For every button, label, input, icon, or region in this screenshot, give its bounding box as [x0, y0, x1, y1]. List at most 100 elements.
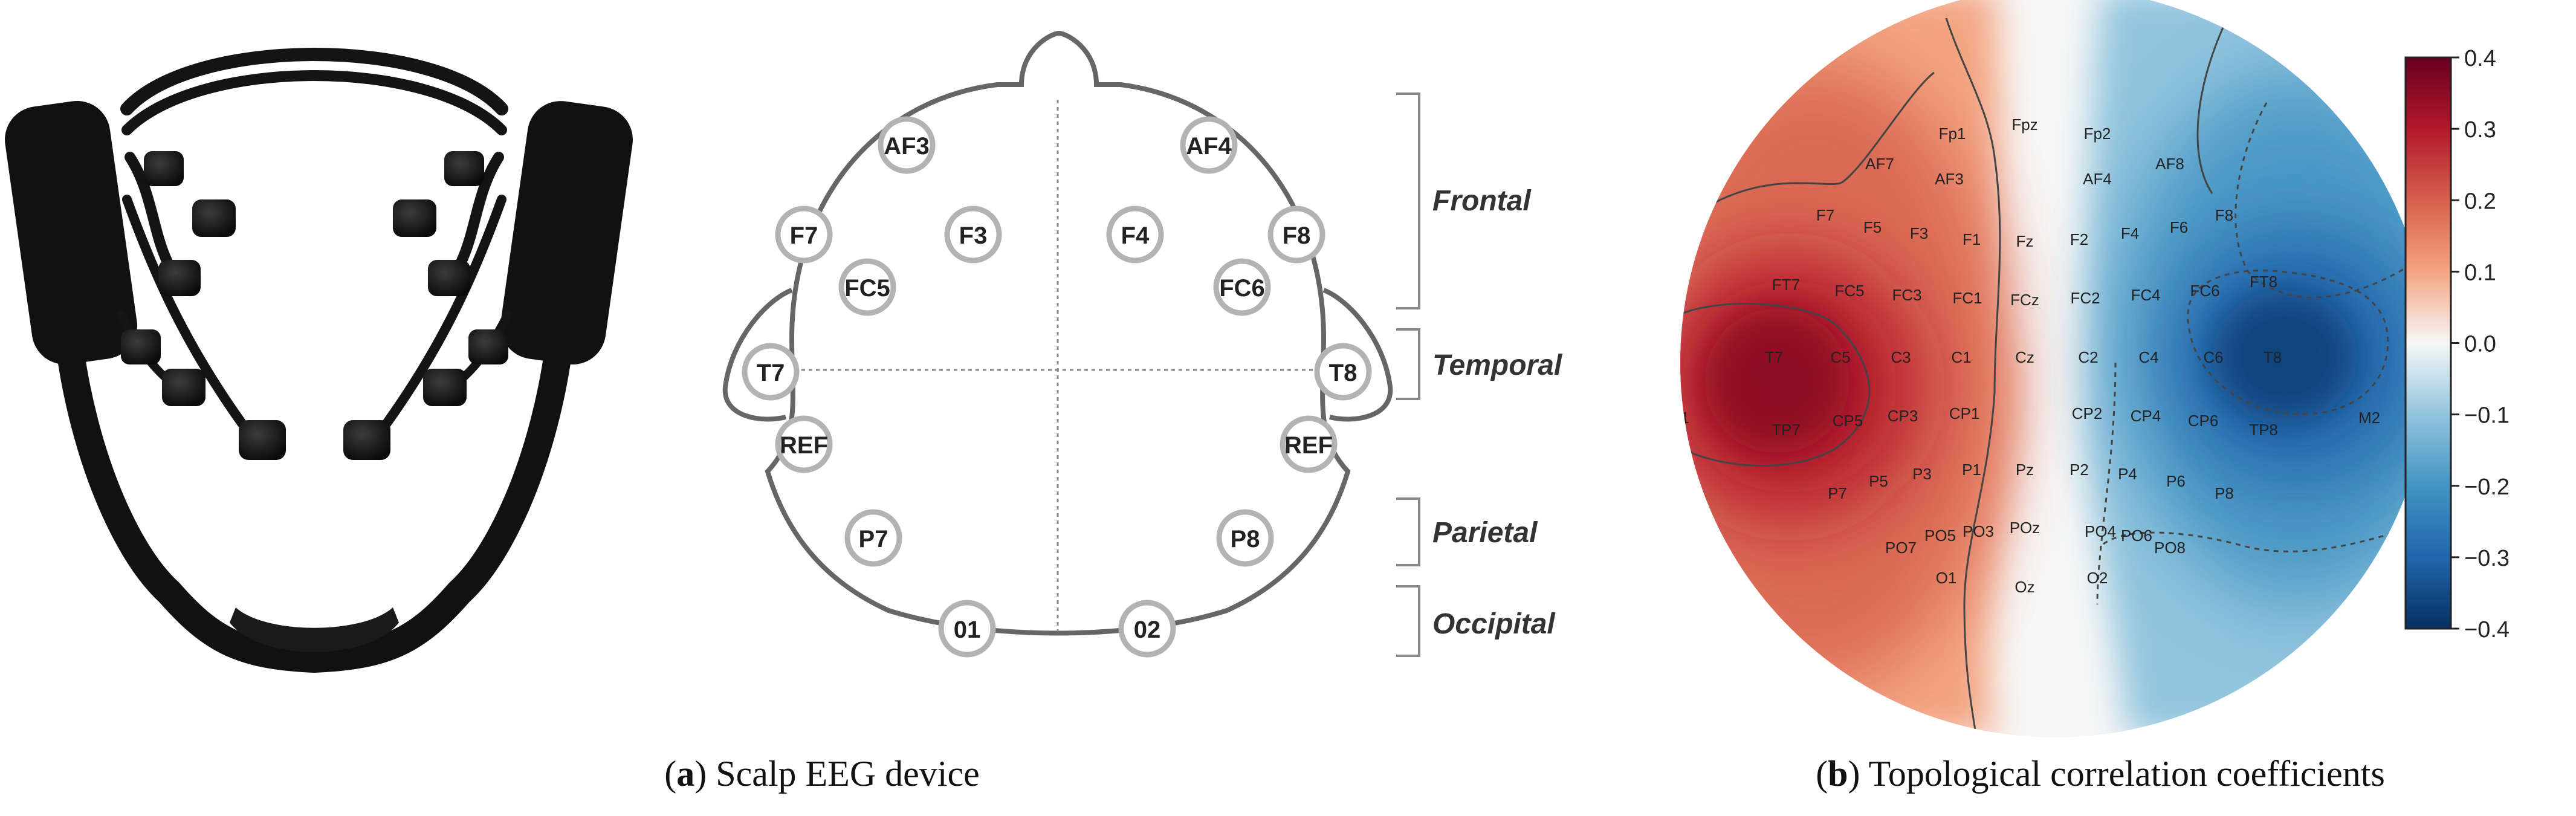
electrode-label: AF3: [884, 133, 930, 160]
channel-label: PO6: [2121, 526, 2152, 545]
headset-left-pod: [5, 100, 137, 364]
electrode-label: 02: [1134, 617, 1161, 643]
channel-label: PO5: [1924, 526, 1956, 545]
channel-label: FT8: [2250, 273, 2277, 291]
region-bracket-temporal: Temporal: [1396, 328, 1563, 400]
colorbar-gradient: [2404, 56, 2452, 630]
channel-label: AF3: [1935, 170, 1964, 188]
channel-label: O1: [1936, 569, 1957, 587]
electrode-label: P8: [1231, 526, 1260, 552]
channel-label: TP8: [2249, 421, 2278, 439]
headset-band: [50, 167, 578, 673]
channel-label: Oz: [2015, 578, 2034, 596]
electrode-F7: F7: [775, 206, 833, 264]
electrode-FC5: FC5: [838, 258, 896, 316]
channel-label: F7: [1816, 206, 1834, 224]
colorbar-tick-label: −0.2: [2464, 474, 2510, 500]
topomap-contours: [1680, 11, 2418, 737]
electrode-T7: T7: [742, 343, 800, 401]
region-label-temporal: Temporal: [1432, 349, 1563, 381]
region-bracket-parietal: Parietal: [1396, 497, 1538, 566]
channel-label: FT7: [1772, 276, 1800, 294]
electrode-label: 01: [954, 617, 981, 643]
channel-label: C2: [2078, 348, 2098, 366]
channel-label: P7: [1828, 484, 1847, 502]
colorbar-tick-label: −0.4: [2464, 617, 2510, 643]
channel-label: Cz: [2015, 348, 2034, 366]
electrode-label: F8: [1283, 222, 1311, 249]
channel-label: F5: [1863, 218, 1882, 236]
channel-label: Fz: [2016, 232, 2034, 250]
electrode-label: F7: [790, 222, 818, 249]
caption-b: (b) Topological correlation coefficients: [1816, 754, 2385, 794]
channel-label: CP4: [2131, 407, 2161, 425]
electrode-label: P7: [859, 526, 888, 552]
channel-label: Fpz: [2011, 115, 2037, 134]
channel-label: FC3: [1892, 286, 1921, 304]
channel-label: AF4: [2083, 170, 2112, 188]
headset-right-pod: [500, 101, 633, 365]
channel-label: POz: [2010, 519, 2040, 537]
headset-photo: [5, 48, 633, 673]
channel-label: CP1: [1949, 404, 1980, 423]
topomap-colorbar: 0.40.30.20.10.0−0.1−0.2−0.3−0.4: [2404, 46, 2510, 643]
electrode-F8: F8: [1267, 206, 1325, 264]
channel-label: P6: [2166, 472, 2186, 490]
electrode-label: FC5: [844, 275, 890, 302]
channel-label: PO3: [1963, 522, 1994, 540]
channel-label: M1: [1668, 409, 1689, 427]
channel-label: C4: [2138, 348, 2158, 366]
channel-label: F6: [2170, 218, 2188, 236]
electrode-REF-left: REF: [775, 415, 833, 473]
channel-label: M2: [2358, 409, 2380, 427]
topomap: Fp1 Fpz Fp2 AF7 AF3 AF4 AF8 F7 F5 F3 F1 …: [1668, 0, 2510, 737]
channel-label: P2: [2070, 461, 2089, 479]
electrode-P8: P8: [1216, 509, 1274, 567]
channel-label: FC6: [2190, 282, 2219, 300]
channel-label: TP7: [1772, 421, 1801, 439]
headset-back-pad: [230, 607, 399, 652]
left-ear: [722, 288, 793, 422]
electrode-label: T7: [757, 360, 785, 386]
headset-arms: [117, 48, 512, 428]
channel-label: FC5: [1834, 282, 1864, 300]
channel-label: CP2: [2072, 404, 2103, 423]
headset-sensors: [121, 151, 508, 460]
colorbar-tick-label: 0.1: [2464, 260, 2496, 285]
channel-label: T7: [1765, 348, 1783, 366]
channel-label: P3: [1912, 465, 1932, 483]
channel-label: C3: [1891, 348, 1911, 366]
electrode-FC6: FC6: [1213, 258, 1271, 316]
right-ear: [1322, 288, 1393, 422]
channel-label: O2: [2087, 569, 2108, 587]
channel-label: F8: [2215, 206, 2233, 224]
channel-label: PO7: [1885, 539, 1917, 557]
channel-label: AF7: [1865, 155, 1894, 173]
channel-label: PO8: [2154, 539, 2186, 557]
channel-label: P5: [1869, 472, 1888, 490]
region-bracket-frontal: Frontal: [1396, 92, 1532, 309]
channel-label: F1: [1963, 230, 1981, 248]
electrode-label: F4: [1121, 222, 1150, 249]
electrode-F4: F4: [1106, 206, 1164, 264]
channel-label: FC2: [2070, 289, 2100, 307]
headset-diagram: AF3 AF4 F7 F3 F4 F8 FC5 FC6 T7 T8 REF RE…: [722, 30, 1563, 658]
electrode-label: FC6: [1219, 275, 1265, 302]
electrode-F3: F3: [944, 206, 1002, 264]
electrode-AF3: AF3: [878, 116, 936, 174]
electrode-label: REF: [1284, 432, 1333, 459]
channel-label: CP3: [1888, 407, 1918, 425]
colorbar-ticks: 0.40.30.20.10.0−0.1−0.2−0.3−0.4: [2451, 46, 2510, 643]
electrode-label: REF: [780, 432, 828, 459]
channel-label: Fp2: [2084, 125, 2111, 143]
topomap-field: Fp1 Fpz Fp2 AF7 AF3 AF4 AF8 F7 F5 F3 F1 …: [1668, 0, 2430, 737]
channel-label: P4: [2118, 465, 2137, 483]
channel-label: CP6: [2188, 412, 2219, 430]
channel-label: FC4: [2131, 286, 2160, 304]
colorbar-tick-label: 0.4: [2464, 46, 2496, 71]
electrode-T8: T8: [1314, 343, 1372, 401]
caption-a: (a) Scalp EEG device: [664, 754, 979, 794]
region-label-frontal: Frontal: [1432, 185, 1532, 217]
